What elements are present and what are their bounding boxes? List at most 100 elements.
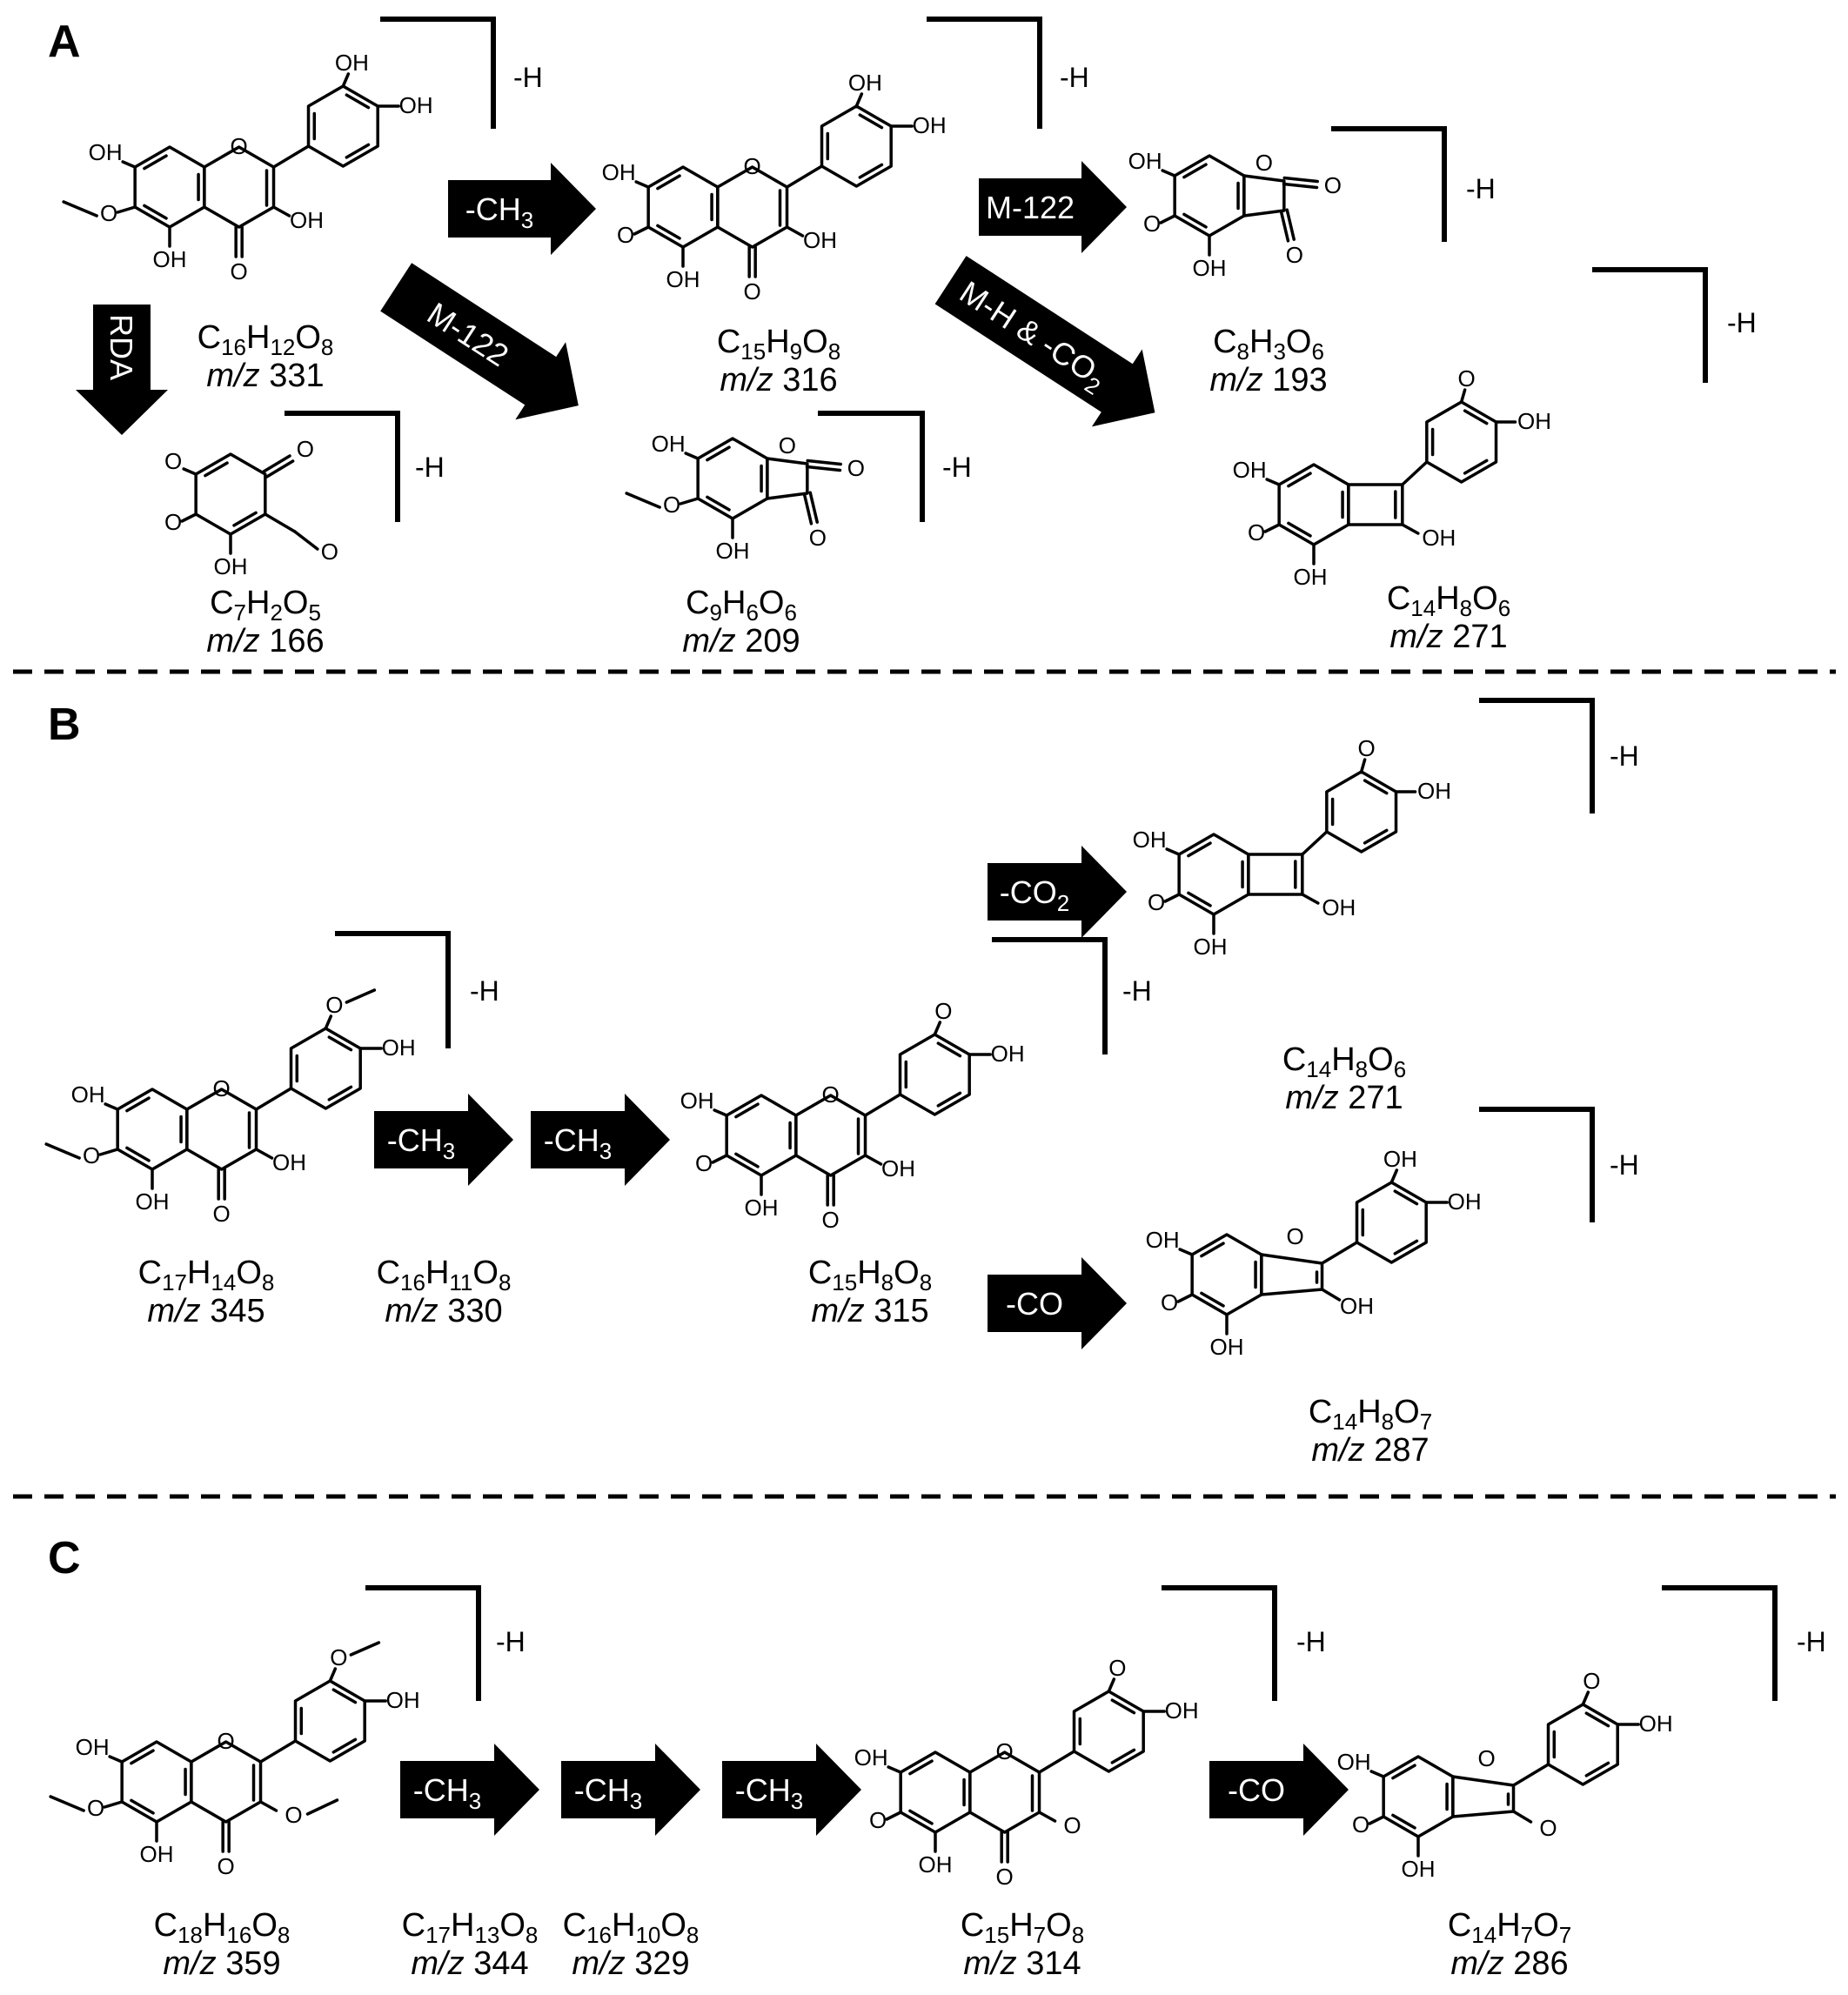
a-ring-7-hydroxyl: OH xyxy=(89,139,123,165)
deprotonated-label: -H xyxy=(1610,740,1639,772)
panel-c-arrow-co: -CO xyxy=(1209,1744,1349,1836)
lactone-carbonyl: O xyxy=(847,455,865,481)
hydroxyl: OH xyxy=(214,553,248,579)
panel-a-arrow-ch3-label: -CH3 xyxy=(465,191,533,233)
panel-b-compound-271-mz: m/z 271 xyxy=(1285,1080,1403,1116)
a-ring-oxygen: O xyxy=(1248,519,1265,546)
c-ring-3-substituent: O xyxy=(285,1802,302,1828)
panel-b-arrow-co2: -CO2 xyxy=(988,846,1127,938)
panel-a-arrow-rda: RDA xyxy=(76,305,168,435)
ketone-oxygen: O xyxy=(809,525,827,551)
ring-oxygen: O xyxy=(822,1081,840,1108)
panel-c-compound-329-formula: C16H10O8 xyxy=(563,1907,700,1948)
lactone-oxygen: O xyxy=(1255,150,1273,176)
panel-b-arrow-ch3-1-label: -CH3 xyxy=(387,1122,455,1164)
panel-c-compound-314-mz: m/z 314 xyxy=(963,1945,1081,1982)
a-ring-7-hydroxyl: OH xyxy=(680,1088,714,1114)
a-ring-hydroxyl: OH xyxy=(1128,148,1162,174)
c-ring-3-substituent: OH xyxy=(290,207,324,233)
panel-b-compound-345-mz: m/z 345 xyxy=(147,1293,264,1329)
panel-a-arrow-mh-co2: M-H & -CO2 xyxy=(934,256,1155,427)
panel-a-compound-331-formula: C16H12O8 xyxy=(198,319,334,360)
b-ring-3-substituent: OH xyxy=(848,70,882,96)
b-ring-4-hydroxyl: OH xyxy=(991,1041,1025,1067)
deprotonated-label: -H xyxy=(470,975,499,1007)
panel-c-compound-286-formula: C14H7O7 xyxy=(1448,1907,1571,1948)
a-ring-5-hydroxyl: OH xyxy=(1193,255,1227,281)
panel-b-arrow-ch3-2: -CH3 xyxy=(531,1094,670,1186)
charge-bracket xyxy=(365,1585,481,1701)
b-ring-4-hydroxyl: OH xyxy=(386,1687,420,1713)
a-ring-6-oxygen: O xyxy=(83,1142,100,1168)
panel-a-arrow-m122: M-122 xyxy=(979,161,1127,253)
panel-label-c: C xyxy=(48,1533,81,1583)
b-ring-4-hydroxyl: OH xyxy=(1165,1697,1199,1724)
a-ring-6-oxygen: O xyxy=(1352,1811,1369,1838)
panel-a-compound-166-mz: m/z 166 xyxy=(206,623,324,659)
a-ring-5-hydroxyl: OH xyxy=(136,1188,170,1215)
b-ring-4-hydroxyl: OH xyxy=(913,112,947,138)
carbonyl-oxygen: O xyxy=(231,258,248,285)
a-ring-5-hydroxyl: OH xyxy=(716,538,750,564)
panel-label-b: B xyxy=(48,700,81,750)
a-ring-hydroxyl: OH xyxy=(1233,457,1267,483)
panel-a-arrow-m122-diagonal: M-122 xyxy=(380,263,579,420)
panel-b-arrow-co2-shape xyxy=(988,846,1127,938)
panel-b-arrow-co-label: -CO xyxy=(1006,1286,1063,1322)
a-ring-6-oxygen: O xyxy=(1161,1289,1178,1315)
panel-c-arrow-ch3-1-shape xyxy=(400,1744,539,1836)
b-ring-3-substituent: OH xyxy=(335,50,369,76)
panel-c-arrow-co-shape xyxy=(1209,1744,1349,1836)
a-ring-5-hydroxyl: OH xyxy=(140,1841,174,1867)
a-ring-5-hydroxyl: OH xyxy=(1210,1334,1244,1360)
b-ring-3-substituent: O xyxy=(934,998,952,1024)
furan-3-substituent: O xyxy=(1539,1815,1557,1841)
a-ring-6-oxygen: O xyxy=(100,200,117,226)
panel-b-arrow-co2-label: -CO2 xyxy=(1000,874,1069,916)
b-ring-oxygen: O xyxy=(1358,735,1376,761)
panel-b-compound-315-formula: C15H8O8 xyxy=(808,1255,932,1295)
panel-b-compound-287-formula: C14H8O7 xyxy=(1309,1394,1432,1435)
b-ring-4-hydroxyl: OH xyxy=(1448,1188,1482,1215)
panel-a-compound-193-mz: m/z 193 xyxy=(1209,362,1327,398)
panel-b-arrow-ch3-1-shape xyxy=(374,1094,513,1186)
charge-bracket xyxy=(285,411,400,522)
panel-b-compound-345-formula: C17H14O8 xyxy=(138,1255,275,1295)
panel-a-arrow-m122-shape xyxy=(979,161,1127,253)
a-ring-oxygen: O xyxy=(1148,889,1165,915)
deprotonated-label: -H xyxy=(1466,173,1496,204)
a-ring-5-hydroxyl: OH xyxy=(153,246,187,272)
lactone-oxygen: O xyxy=(779,432,796,459)
panel-c-arrow-ch3-2-shape xyxy=(561,1744,700,1836)
panel-a-compound-316-mz: m/z 316 xyxy=(720,362,837,398)
a-ring-hydroxyl: OH xyxy=(1133,827,1167,853)
charge-bracket xyxy=(818,411,925,522)
deprotonated-label: -H xyxy=(1797,1626,1826,1657)
a-ring-5-hydroxyl: OH xyxy=(666,266,700,292)
charge-bracket xyxy=(992,937,1108,1054)
ring-oxygen: O xyxy=(1287,1223,1304,1249)
carbonyl-oxygen: O xyxy=(218,1853,235,1879)
panel-c-compound-359-mz: m/z 359 xyxy=(163,1945,280,1982)
deprotonated-label: -H xyxy=(1060,62,1089,93)
panel-b-arrow-co: -CO xyxy=(988,1257,1127,1349)
b-ring-hydroxyl: OH xyxy=(1517,408,1551,434)
furan-3-substituent: OH xyxy=(1340,1293,1374,1319)
carbonyl-oxygen: O xyxy=(213,1201,231,1227)
b-ring-hydroxyl: OH xyxy=(1417,778,1451,804)
ketone-oxygen: O xyxy=(1286,242,1303,268)
panel-c-arrow-co-label: -CO xyxy=(1228,1772,1285,1808)
carbonyl-oxygen: O xyxy=(996,1864,1014,1890)
ring-oxygen: O xyxy=(231,133,248,159)
panel-c-compound-344-formula: C17H13O8 xyxy=(402,1907,539,1948)
panel-c-compound-286-mz: m/z 286 xyxy=(1450,1945,1568,1982)
charge-bracket xyxy=(380,17,496,129)
panel-b-arrow-co-shape xyxy=(988,1257,1127,1349)
ring-oxygen: O xyxy=(213,1075,231,1101)
